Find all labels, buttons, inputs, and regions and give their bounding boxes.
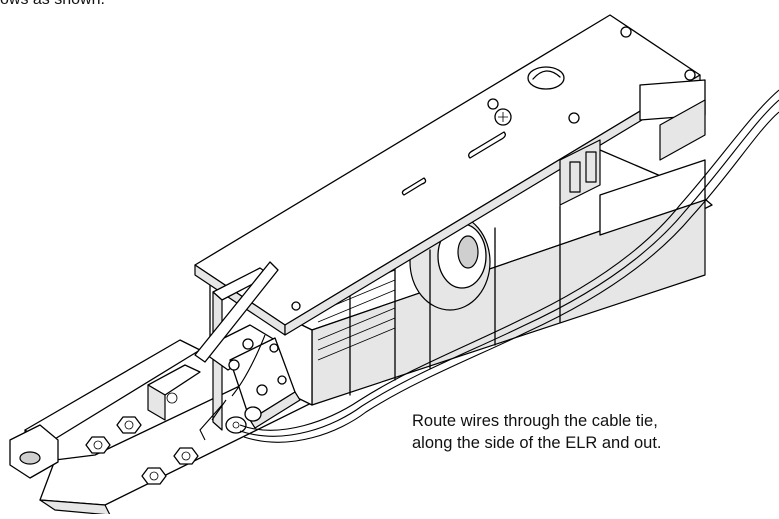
mounting-nuts	[85, 416, 199, 485]
callout-line-1: Route wires through the cable tie,	[412, 412, 658, 430]
nut-icon	[141, 467, 167, 485]
wire-bundle	[199, 89, 779, 443]
upper-bracket	[559, 79, 706, 206]
nut-icon	[85, 436, 111, 454]
microswitch-assembly	[194, 261, 301, 434]
nut-icon	[173, 447, 199, 465]
end-bracket	[9, 424, 59, 479]
side-plate	[599, 159, 706, 236]
slide-block	[147, 364, 201, 421]
callout-line-2: along the side of the ELR and out.	[412, 434, 662, 452]
cropped-caption: ows as shown.	[0, 0, 105, 9]
instruction-callout: Route wires through the cable tie, along…	[412, 410, 662, 454]
nut-icon	[116, 416, 142, 434]
